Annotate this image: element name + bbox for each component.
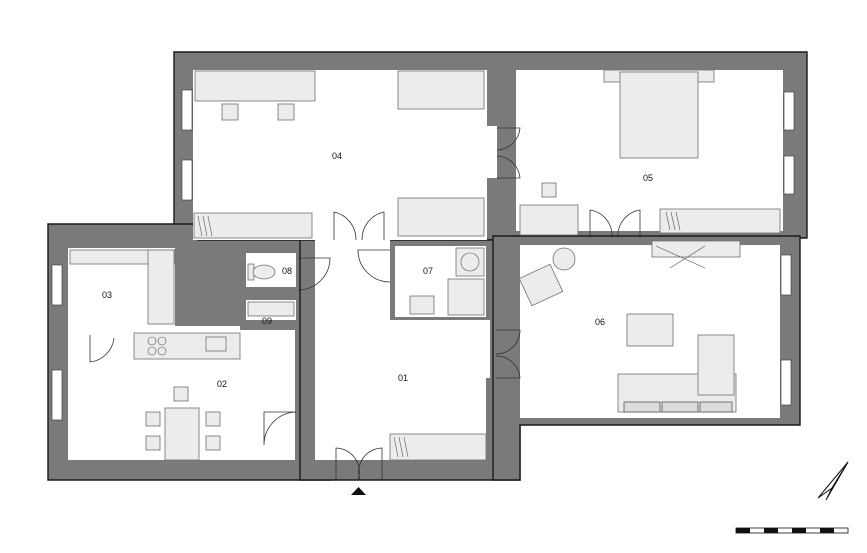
- stove-02-d: [157, 346, 167, 356]
- door-hall-07: [357, 249, 391, 283]
- room-label-09: 09: [262, 316, 272, 326]
- sofa-06-chaise: [697, 334, 735, 396]
- door-08: [297, 257, 331, 291]
- table-05: [519, 204, 579, 236]
- stove-02-a: [147, 336, 157, 346]
- bench-01-hatch: [393, 436, 409, 458]
- shower-07: [447, 278, 485, 316]
- room-label-06: 06: [595, 317, 605, 327]
- dining-chair-02-b: [145, 411, 161, 427]
- armchair-06: [518, 263, 564, 307]
- door-entrance: [335, 447, 383, 481]
- sofa-06-cushion-c: [699, 401, 733, 413]
- window-05-right-a: [783, 91, 795, 131]
- north-arrow-icon: [817, 461, 849, 501]
- floor-room-01: [315, 240, 490, 460]
- room-label-02: 02: [217, 379, 227, 389]
- room-label-04: 04: [332, 151, 342, 161]
- door-hall-06: [495, 329, 521, 379]
- door-05-06: [589, 209, 641, 239]
- washer-drum: [460, 252, 480, 272]
- sink-02: [205, 336, 227, 352]
- dining-chair-02-e: [205, 435, 221, 451]
- side-table-06: [552, 247, 576, 271]
- room-labels: 01 02 03 04 05 06 07 08 09: [102, 151, 653, 389]
- window-06-right-b: [780, 359, 792, 406]
- window-04-left-a: [181, 89, 193, 131]
- floor-room-04: [193, 70, 497, 240]
- doors: [89, 127, 641, 481]
- bench-03-side: [147, 249, 175, 325]
- chair-04-b: [277, 103, 295, 121]
- shelf-09: [247, 301, 295, 317]
- window-02-left: [51, 369, 63, 421]
- window-04-left-b: [181, 159, 193, 201]
- tv-unit-lines: [655, 245, 706, 269]
- chair-04-a: [221, 103, 239, 121]
- toilet-bowl: [252, 264, 276, 280]
- door-03: [89, 335, 115, 363]
- dining-chair-02-c: [145, 435, 161, 451]
- dining-table-02: [164, 407, 200, 461]
- stool-05: [541, 182, 557, 198]
- sofa-04-hatch: [197, 215, 213, 237]
- window-06-right-a: [780, 254, 792, 296]
- cabinet-04: [397, 70, 485, 110]
- room-label-03: 03: [102, 290, 112, 300]
- room-label-05: 05: [643, 173, 653, 183]
- sofa-06-cushion-a: [623, 401, 661, 413]
- bed-05: [619, 71, 699, 159]
- door-04-05: [496, 127, 521, 179]
- stove-02-c: [147, 346, 157, 356]
- dining-chair-02-a: [173, 386, 189, 402]
- bench-04-right: [397, 197, 485, 237]
- furniture: [69, 69, 781, 461]
- washbasin-07: [409, 295, 435, 315]
- sofa-06-cushion-b: [661, 401, 699, 413]
- entrance-triangle-icon: [351, 487, 366, 495]
- sofa-04-left: [193, 212, 313, 239]
- stove-02-b: [157, 336, 167, 346]
- sofa-05: [659, 208, 781, 234]
- windows: [51, 89, 795, 421]
- window-05-right-b: [783, 155, 795, 195]
- room-label-07: 07: [423, 266, 433, 276]
- coffee-table-06: [626, 313, 674, 347]
- door-04-hall: [333, 211, 385, 241]
- tv-unit-05: [651, 240, 741, 258]
- room-label-08: 08: [282, 266, 292, 276]
- scale-bar: [735, 527, 849, 534]
- room-label-01: 01: [398, 373, 408, 383]
- sofa-05-hatch: [665, 211, 681, 231]
- door-02-hall: [263, 411, 297, 446]
- dining-chair-02-d: [205, 411, 221, 427]
- washer-07: [455, 247, 485, 277]
- desk-04: [194, 70, 316, 102]
- window-03-left: [51, 264, 63, 306]
